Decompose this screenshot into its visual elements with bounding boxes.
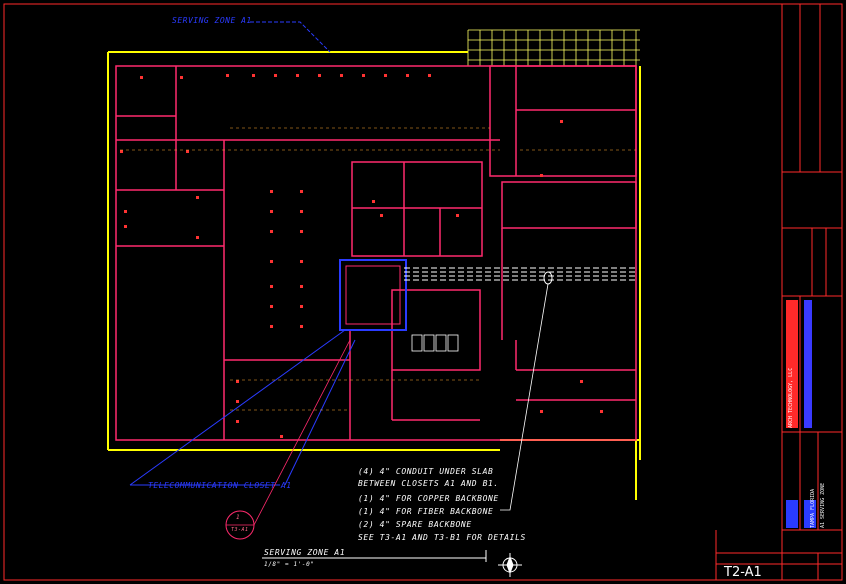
cable-runs	[120, 127, 636, 411]
note-line-3: (1) 4" FOR COPPER BACKBONE	[358, 494, 499, 503]
note-line-2: BETWEEN CLOSETS A1 AND B1.	[358, 479, 499, 488]
interior-walls	[115, 65, 637, 441]
sheet-border	[3, 3, 843, 581]
title-block	[715, 4, 842, 580]
firm-name: ARCH TECHNOLOGY, LLC	[788, 367, 794, 428]
outlet-markers	[120, 74, 603, 438]
telecom-closet-leader	[129, 329, 356, 486]
telecom-closet-highlight	[339, 259, 407, 331]
note-line-1: (4) 4" CONDUIT UNDER SLAB	[358, 467, 494, 476]
hatch-grid	[467, 29, 640, 66]
detail-bubble-sheet: T3-A1	[231, 527, 249, 533]
note-line-5: (2) 4" SPARE BACKBONE	[358, 520, 472, 529]
conduit-lines	[404, 267, 636, 281]
north-arrow-icon	[498, 553, 522, 577]
telecom-closet-label: TELECOMMUNICATION CLOSET A1	[148, 481, 292, 490]
restroom-stalls	[411, 334, 459, 352]
note-leaders	[500, 283, 549, 511]
conduit-marker	[543, 271, 553, 285]
serving-zone-label-bottom: SERVING ZONE A1	[264, 548, 346, 557]
serving-zone-label-top: SERVING ZONE A1	[172, 16, 252, 25]
sheet-number: T2-A1	[724, 565, 762, 580]
note-line-6: SEE T3-A1 AND T3-B1 FOR DETAILS	[358, 533, 526, 542]
detail-bubble-number: 1	[236, 514, 241, 521]
project-location: TAMPA FLORIDA	[810, 488, 816, 528]
serving-zone-leader-top	[250, 21, 331, 53]
note-line-4: (1) 4" FOR FIBER BACKBONE	[358, 507, 494, 516]
scale-label: 1/8" = 1'-0"	[264, 561, 315, 568]
sheet-title: A1 SERVING ZONE	[820, 482, 826, 528]
